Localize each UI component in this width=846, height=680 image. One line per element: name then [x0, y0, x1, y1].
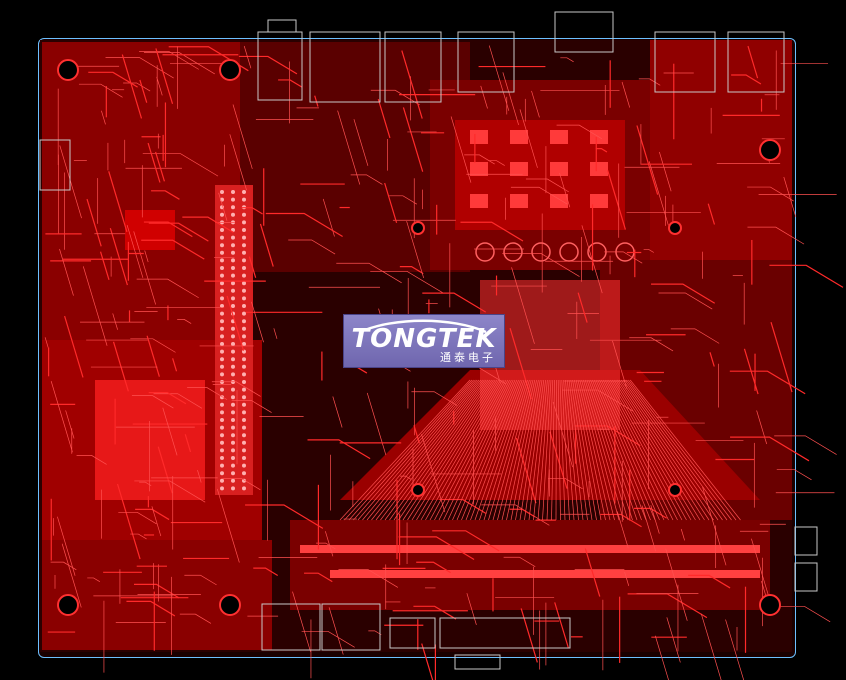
logo-subtitle: 通泰电子: [440, 351, 496, 364]
logo-swoosh-icon: [359, 319, 487, 333]
tongtek-logo: TONGTEK 通泰电子: [343, 314, 505, 368]
logo-brand-text: TONGTEK: [351, 324, 497, 354]
